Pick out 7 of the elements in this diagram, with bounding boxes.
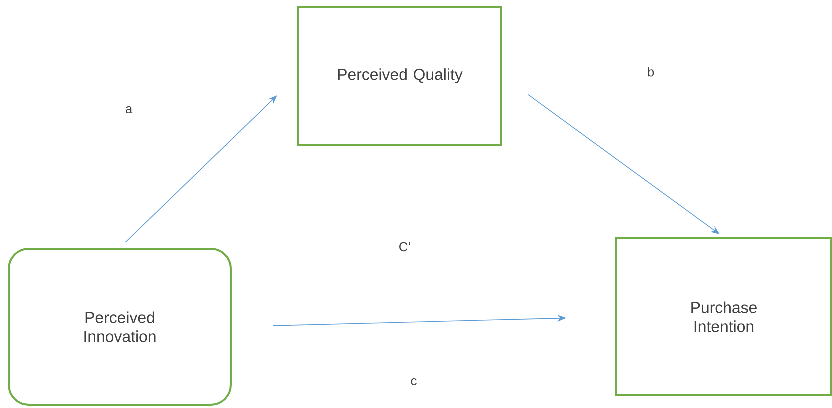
path-letter: a	[126, 106, 133, 114]
box: Perceived Quality	[298, 6, 502, 146]
rounded-box: Perceived Innovation	[8, 248, 232, 406]
path-letter: c	[411, 378, 417, 386]
box: Purchase Intention	[616, 238, 832, 396]
path-letter: C’	[400, 242, 410, 252]
path-letter: b	[648, 67, 654, 77]
